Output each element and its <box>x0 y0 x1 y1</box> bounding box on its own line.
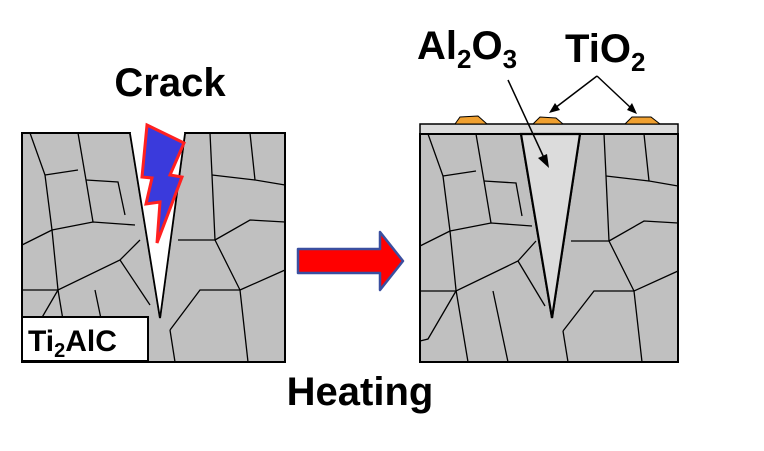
tio2-pointer-right <box>596 75 632 109</box>
tio2-label-group: TiO2 <box>549 27 645 114</box>
al2o3-pointer-line <box>507 79 546 161</box>
tio2-label: TiO2 <box>565 27 645 77</box>
al2o3-filled-crack <box>519 132 582 319</box>
al2o3-label: Al2O3 <box>417 24 517 74</box>
ti2alc-rest: AlC <box>65 325 117 358</box>
al2o3-pointer-head <box>538 154 549 168</box>
tio2-pointer-left <box>554 75 598 109</box>
ti2alc-label-box <box>21 316 149 362</box>
al2o3-surface-layer <box>419 123 679 135</box>
crack-label: Crack <box>114 61 226 105</box>
right-block <box>419 115 679 363</box>
tio2-pointer-right-head <box>627 103 637 114</box>
ti2alc-sub: 2 <box>54 340 65 362</box>
tio2-particle-2 <box>531 116 565 125</box>
ti2alc-base: Ti <box>28 325 54 358</box>
al2o3-label-group: Al2O3 <box>417 24 549 168</box>
ti2alc-label: Ti2AlC <box>21 316 149 362</box>
right-arrow-icon <box>296 230 405 292</box>
tio2-pointer-left-head <box>549 103 560 113</box>
tio2-particle-3 <box>623 116 662 125</box>
lightning-bolt-icon <box>140 122 186 244</box>
heating-label: Heating <box>287 370 434 414</box>
svg-text:Ti2AlC: Ti2AlC <box>28 325 117 362</box>
right-grain-boundaries <box>419 133 679 363</box>
tio2-particle-1 <box>454 115 489 125</box>
